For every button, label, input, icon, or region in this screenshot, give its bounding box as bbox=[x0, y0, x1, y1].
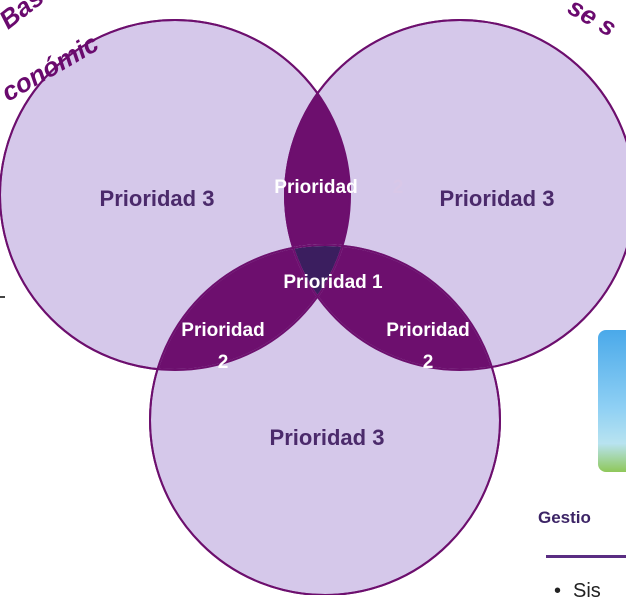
label-left-overlap-line1: Prioridad bbox=[181, 320, 264, 341]
label-center: Prioridad 1 bbox=[283, 272, 383, 293]
outer-rims bbox=[0, 19, 626, 595]
bullet-item: • Sis bbox=[554, 580, 601, 603]
arc-text-left-line1: Bas bbox=[0, 0, 49, 35]
landscape-thumbnail bbox=[598, 330, 626, 472]
label-bottom: Prioridad 3 bbox=[270, 425, 385, 450]
label-right-overlap-line2: 2 bbox=[423, 352, 434, 373]
stray-dash bbox=[0, 296, 5, 298]
label-top-overlap-suffix: 2 bbox=[393, 177, 404, 198]
label-top-left: Prioridad 3 bbox=[100, 186, 215, 211]
overlap-left bbox=[150, 245, 350, 370]
label-top-right: Prioridad 3 bbox=[440, 186, 555, 211]
label-left-overlap-line2: 2 bbox=[218, 352, 229, 373]
side-caption: Gestio bbox=[538, 508, 591, 527]
bullet-text: Sis bbox=[573, 580, 601, 602]
label-top-overlap: Prioridad bbox=[274, 177, 357, 198]
overlap-right bbox=[285, 245, 500, 370]
arc-text-right: se s bbox=[563, 0, 622, 43]
caption-divider bbox=[546, 555, 626, 558]
bullet-dot: • bbox=[554, 580, 562, 602]
label-right-overlap-line1: Prioridad bbox=[386, 320, 469, 341]
